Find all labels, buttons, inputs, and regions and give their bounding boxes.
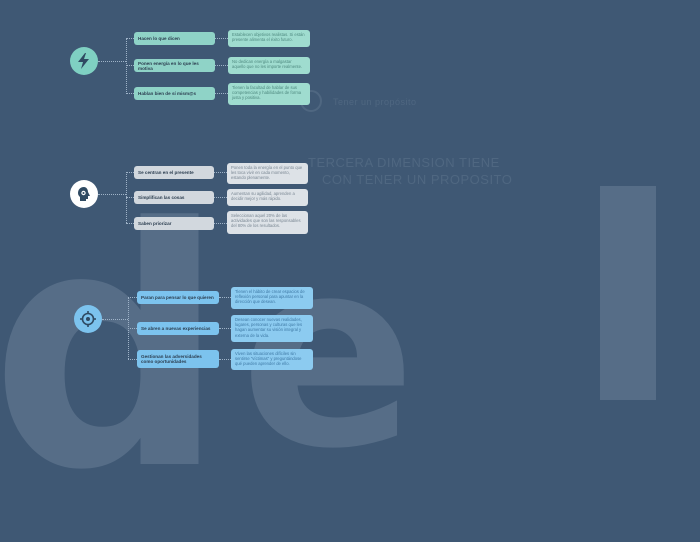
- ghost-title-line-1: TERCERA DIMENSION TIENE: [308, 155, 500, 170]
- group-3-label-3: Gestionan las adversidades como oportuni…: [137, 350, 219, 368]
- group-3-stem: [102, 319, 128, 320]
- group-3-branch-2: [128, 328, 137, 329]
- group-2-branch-2: [126, 197, 134, 198]
- group-2-branch-1: [126, 172, 134, 173]
- group-2-link-2: [214, 197, 227, 198]
- target-crosshair-icon: [74, 305, 102, 333]
- group-2-label-2: Simplifican las cosas: [134, 191, 214, 204]
- group-2-stem: [98, 194, 126, 195]
- group-2-link-1: [214, 172, 227, 173]
- group-1-stem: [98, 61, 126, 62]
- background-letter-l: [600, 186, 656, 400]
- group-2-branch-3: [126, 223, 134, 224]
- group-1-branch-3: [126, 93, 134, 94]
- group-1-label-1: Hacen lo que dicen: [134, 32, 215, 45]
- group-3-link-3: [219, 359, 231, 360]
- ghost-target-label: Tener un propósito: [333, 97, 417, 107]
- group-1-desc-1: Establecen objetivos realistas. Si están…: [228, 30, 310, 47]
- group-1-branch-1: [126, 38, 134, 39]
- ghost-title-line-2: CON TENER UN PROPOSITO: [322, 172, 513, 187]
- group-3-branch-1: [128, 297, 137, 298]
- group-3-link-1: [219, 297, 231, 298]
- group-1-link-1: [215, 38, 228, 39]
- group-1-link-2: [215, 65, 228, 66]
- lightning-bolt-icon: [70, 47, 98, 75]
- group-2-label-1: Se centran en el presente: [134, 166, 214, 179]
- group-2-desc-2: Aumentan su agilidad, aprenden a decidir…: [227, 189, 308, 206]
- group-3-label-2: Se abren a nuevas experiencias: [137, 322, 219, 335]
- group-3-desc-1: Tienen el hábito de crear espacios de re…: [231, 287, 313, 309]
- group-3-link-2: [219, 328, 231, 329]
- group-1-desc-3: Tienen la facultad de hablar de sus comp…: [228, 83, 310, 105]
- group-1-trunk: [126, 38, 127, 94]
- group-3-label-1: Paran para pensar lo que quieren: [137, 291, 219, 304]
- group-1-label-3: Hablan bien de sí mism@s: [134, 87, 215, 100]
- group-1-link-3: [215, 93, 228, 94]
- group-1-desc-2: No dedican energía a malgastar aquello q…: [228, 57, 310, 74]
- head-gear-icon: [70, 180, 98, 208]
- group-3-branch-3: [128, 359, 137, 360]
- group-2-link-3: [214, 223, 227, 224]
- group-1-label-2: Ponen energía en lo que les motiva: [134, 59, 215, 72]
- group-1-branch-2: [126, 65, 134, 66]
- group-2-desc-1: Ponen toda la energía en el punto que le…: [227, 163, 308, 184]
- group-2-desc-3: Seleccionan aquel 20% de las actividades…: [227, 211, 308, 234]
- group-3-desc-3: Viven las situaciones difíciles sin sent…: [231, 349, 313, 370]
- group-2-label-3: Saben priorizar: [134, 217, 214, 230]
- group-3-desc-2: Desean conocer nuevas realidades, lugare…: [231, 315, 313, 342]
